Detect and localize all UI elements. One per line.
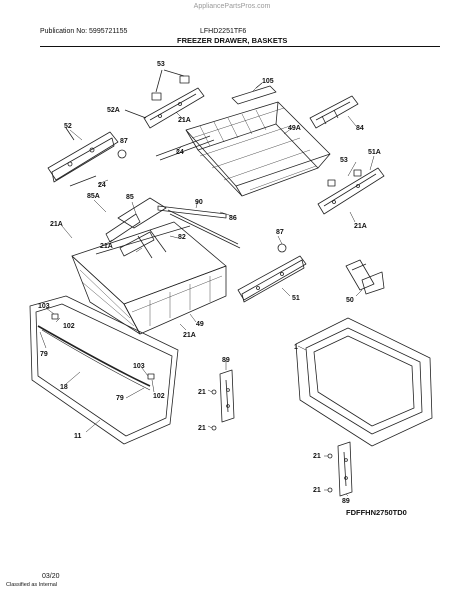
callout-21: 21 — [198, 389, 206, 396]
part-90-rod — [167, 209, 241, 249]
callout-89: 89 — [222, 357, 230, 364]
callout-labels: 53 105 52A 21A 49A 84 52 87 24 24 53 51A… — [38, 61, 381, 505]
callout-52: 52 — [64, 123, 72, 130]
callout-87: 87 — [276, 229, 284, 236]
callout-102: 102 — [63, 323, 75, 330]
part-50-bracket — [345, 259, 385, 295]
part-51-slide — [237, 243, 307, 303]
callout-53: 53 — [157, 61, 165, 68]
part-85-handle — [105, 197, 167, 257]
part-84-bracket — [309, 95, 359, 129]
callout-90: 90 — [195, 199, 203, 206]
section-title: FREEZER DRAWER, BASKETS — [177, 36, 288, 45]
callout-102: 102 — [153, 393, 165, 400]
model-number: LFHD2251TF6 — [200, 28, 247, 35]
callout-87: 87 — [120, 138, 128, 145]
callout-24: 24 — [176, 149, 184, 156]
callout-52a: 52A — [107, 107, 120, 114]
classification-note: Classified as Internal — [6, 582, 58, 588]
callout-103: 103 — [133, 363, 145, 370]
callout-21a: 21A — [178, 117, 191, 124]
callout-21a: 21A — [183, 332, 196, 339]
callout-89: 89 — [342, 498, 350, 505]
callout-53: 53 — [340, 157, 348, 164]
leader-lines — [39, 85, 375, 497]
part-1-door-gasket — [295, 317, 433, 447]
part-105-bar — [231, 82, 277, 105]
part-53-clips — [151, 69, 190, 101]
revision-date: 03/20 — [42, 573, 60, 580]
diagram-code: FDFFHN2750TD0 — [346, 508, 407, 517]
callout-21a: 21A — [354, 223, 367, 230]
callout-49: 49 — [196, 321, 204, 328]
part-51a-slide-right — [317, 167, 385, 215]
callout-11: 11 — [74, 433, 82, 440]
callout-51: 51 — [292, 295, 300, 302]
callout-79: 79 — [40, 351, 48, 358]
part-11-drawer-front — [29, 295, 179, 445]
part-52-slide-assembly — [47, 127, 127, 183]
callout-21a: 21A — [50, 221, 63, 228]
callout-85a: 85A — [87, 193, 100, 200]
callout-24: 24 — [98, 182, 106, 189]
callout-103: 103 — [38, 303, 50, 310]
callout-21: 21 — [198, 425, 206, 432]
callout-51a: 51A — [368, 149, 381, 156]
callout-50: 50 — [346, 297, 354, 304]
callout-85: 85 — [126, 194, 134, 201]
callout-21: 21 — [313, 487, 321, 494]
site-watermark: AppliancePartsPros.com — [193, 3, 271, 10]
callout-105: 105 — [262, 78, 274, 85]
callout-84: 84 — [356, 125, 364, 132]
header-rule — [40, 46, 440, 47]
callout-79: 79 — [116, 395, 124, 402]
part-89-bracket-upper — [219, 369, 235, 423]
callout-1: 1 — [294, 344, 298, 351]
part-49-freezer-basket — [71, 221, 227, 335]
part-21-screws — [211, 389, 333, 493]
part-52a-slide — [124, 87, 205, 129]
callout-86: 86 — [229, 215, 237, 222]
part-24-bars — [69, 135, 215, 187]
callout-82: 82 — [178, 234, 186, 241]
part-49a-wire-basket — [185, 101, 331, 197]
part-86-bar — [157, 205, 227, 219]
callout-49a: 49A — [288, 125, 301, 132]
callout-18: 18 — [60, 384, 68, 391]
publication-number: Publication No: 5995721155 — [40, 28, 128, 35]
callout-21: 21 — [313, 453, 321, 460]
callout-21a: 21A — [100, 243, 113, 250]
part-89-bracket-lower — [337, 441, 353, 497]
